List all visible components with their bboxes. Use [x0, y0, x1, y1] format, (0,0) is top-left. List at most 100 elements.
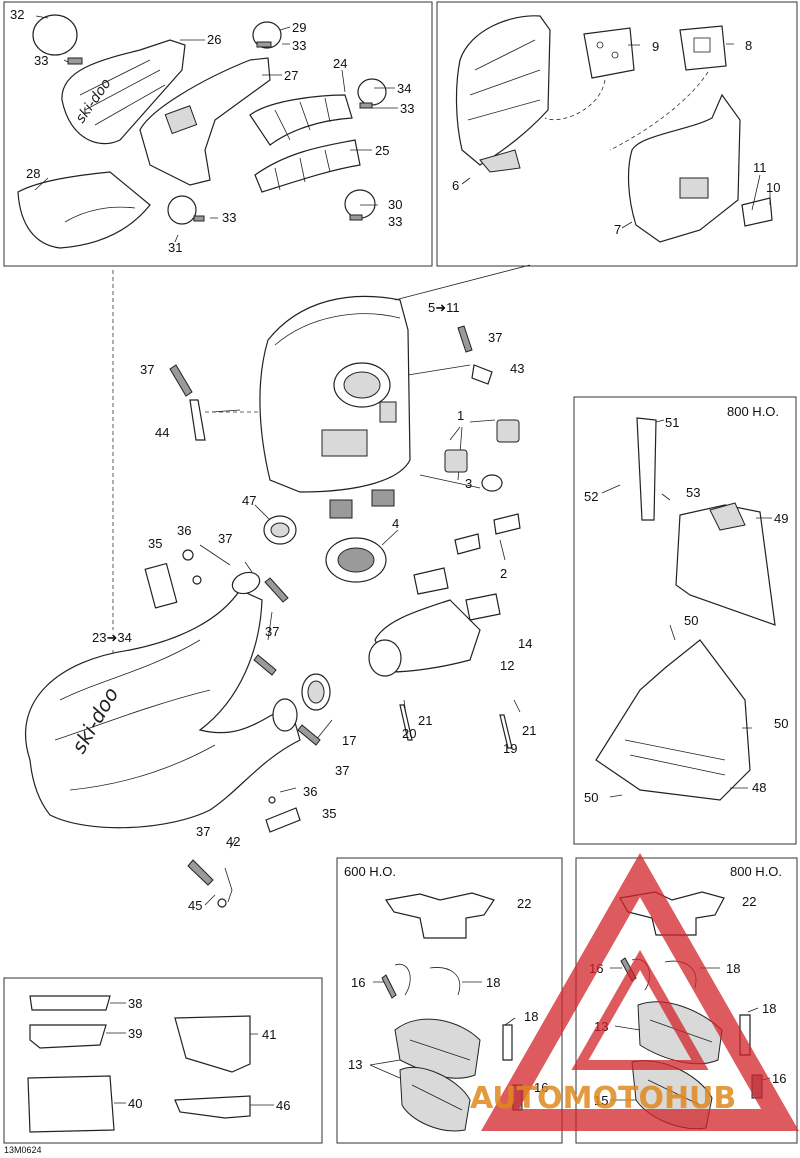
callout-42: 42	[226, 834, 240, 849]
callout-16a: 16	[351, 975, 365, 990]
callout-35b: 35	[322, 806, 336, 821]
top-right-leader-lines	[461, 43, 771, 229]
callout-47: 47	[242, 493, 256, 508]
callout-14: 14	[518, 636, 532, 651]
tuned-pipe-cone-26: ski-doo	[61, 39, 186, 145]
callout-32: 32	[10, 7, 24, 22]
silencer-cover-6	[455, 15, 551, 173]
callout-21b: 21	[522, 723, 536, 738]
callout-1: 1	[457, 408, 464, 423]
callout-22a: 22	[517, 896, 531, 911]
decal-panel-frame	[3, 977, 323, 1144]
gasket-8	[679, 25, 727, 71]
panel-title-800ho-bottom: 800 H.O.	[730, 864, 782, 879]
panel-title-600ho: 600 H.O.	[344, 864, 396, 879]
callout-45: 45	[188, 898, 202, 913]
bracket-35-top	[144, 562, 178, 609]
heat-shield-22-600	[384, 892, 495, 939]
callout-37c: 37	[218, 531, 232, 546]
callout-36a: 36	[177, 523, 191, 538]
callout-39: 39	[128, 1026, 142, 1041]
callout-19: 19	[503, 741, 517, 756]
callout-41: 41	[262, 1027, 276, 1042]
callout-31: 31	[168, 240, 182, 255]
callout-52: 52	[584, 489, 598, 504]
callout-18d: 18	[762, 1001, 776, 1016]
callout-37b: 37	[488, 330, 502, 345]
callout-27: 27	[284, 68, 298, 83]
callout-18b: 18	[524, 1009, 538, 1024]
figure-code: 13M0624	[4, 1145, 42, 1155]
callout-33c: 33	[400, 101, 414, 116]
callout-33d: 33	[388, 214, 402, 229]
800-leader-lines	[610, 967, 771, 1101]
top-left-panel-frame	[3, 1, 433, 267]
bracket-51	[636, 417, 657, 521]
callout-40: 40	[128, 1096, 142, 1111]
tuned-pipe-section-27	[139, 57, 271, 186]
top-right-panel-frame	[436, 1, 798, 267]
springs-main	[169, 325, 493, 886]
pipe-elbow-24	[249, 94, 353, 146]
callout-37f: 37	[196, 824, 210, 839]
callout-34: 34	[397, 81, 411, 96]
callout-33e: 33	[222, 210, 236, 225]
panel-title-800ho-right: 800 H.O.	[727, 404, 779, 419]
callout-13a: 13	[348, 1057, 362, 1072]
callout-24: 24	[333, 56, 347, 71]
callout-16b: 16	[534, 1080, 548, 1095]
callout-15: 15	[594, 1093, 608, 1108]
gasket-47	[263, 515, 297, 545]
callout-44: 44	[155, 425, 169, 440]
callout-17: 17	[342, 733, 356, 748]
callout-46: 46	[276, 1098, 290, 1113]
nut-36	[182, 549, 202, 585]
callout-33a: 33	[34, 53, 48, 68]
callout-16d: 16	[772, 1071, 786, 1086]
heat-shield-25	[254, 139, 361, 193]
watermark-logo	[481, 852, 799, 1131]
callout-38: 38	[128, 996, 142, 1011]
callout-51: 51	[665, 415, 679, 430]
bumper-3	[481, 474, 503, 492]
callout-50a: 50	[684, 613, 698, 628]
callout-28: 28	[26, 166, 40, 181]
callout-8: 8	[745, 38, 752, 53]
callout-6: 6	[452, 178, 459, 193]
decals	[27, 995, 251, 1133]
callout-50b: 50	[774, 716, 788, 731]
callout-18c: 18	[726, 961, 740, 976]
bolts-19-20	[399, 704, 513, 749]
callout-37d: 37	[265, 624, 279, 639]
callout-4: 4	[392, 516, 399, 531]
gasket-4	[325, 537, 387, 583]
heat-pad-28	[17, 171, 151, 249]
callout-11: 11	[753, 160, 767, 175]
callout-43: 43	[510, 361, 524, 376]
callout-53: 53	[686, 485, 700, 500]
inner-shield-7	[627, 93, 773, 243]
callout-2: 2	[500, 566, 507, 581]
right-panel-leader-lines	[601, 419, 772, 798]
callout-7: 7	[614, 222, 621, 237]
callout-50c: 50	[584, 790, 598, 805]
callout-26: 26	[207, 32, 221, 47]
callout-48: 48	[752, 780, 766, 795]
heat-shield-48	[595, 639, 751, 801]
callout-25: 25	[375, 143, 389, 158]
callout-10: 10	[766, 180, 780, 195]
muffler-5-11	[259, 295, 411, 519]
callout-37e: 37	[335, 763, 349, 778]
callout-35a: 35	[148, 536, 162, 551]
watermark-text: AUTOMOTOHUB	[470, 1081, 736, 1116]
callout-30: 30	[388, 197, 402, 212]
callout-3: 3	[465, 476, 472, 491]
gasket-17	[301, 673, 331, 711]
springs-clamps-top	[32, 14, 387, 225]
callout-22b: 22	[742, 894, 756, 909]
callout-5-to-11: 5➜11	[428, 300, 460, 315]
callout-23-to-34: 23➜34	[92, 630, 132, 645]
hook-42	[217, 867, 233, 908]
bracket-35-bottom	[265, 796, 301, 833]
